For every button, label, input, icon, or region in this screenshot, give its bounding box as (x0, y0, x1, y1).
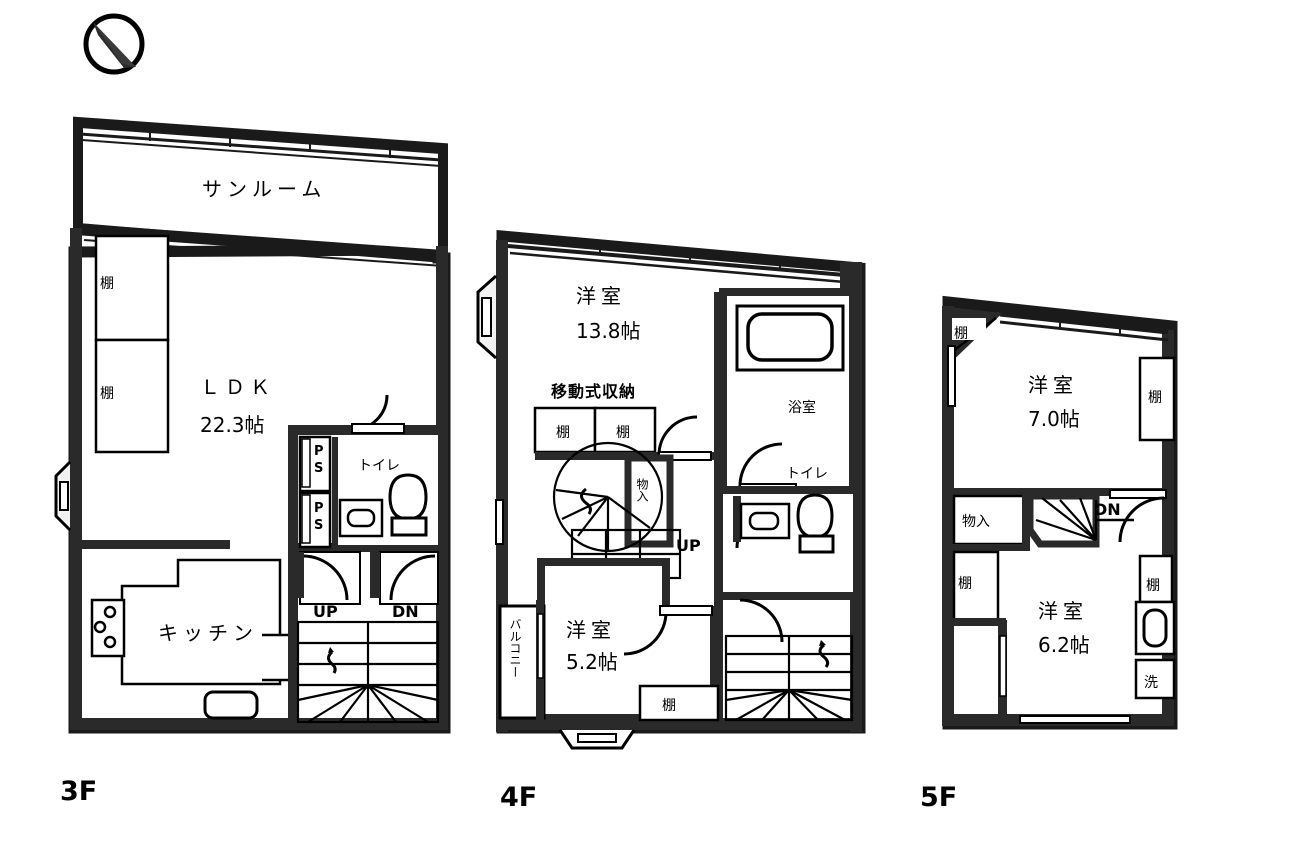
sink-icon (203, 690, 259, 720)
right-wall-3f (436, 246, 448, 730)
stair-doors-3f: UP DN (296, 551, 439, 621)
spiral-staircase-5f: DN (1026, 492, 1134, 548)
core-left-wall-4f (714, 292, 723, 728)
spiral-staircase-4f: UP (552, 441, 701, 580)
toilet-icon-3f (388, 473, 428, 521)
shelf-label-5f-right-lower: 棚 (1146, 578, 1160, 594)
partition-ldk-kitchen (82, 540, 230, 549)
closet-label-4f: 物入 (635, 478, 649, 502)
closet-5f: 物入 (948, 492, 1030, 551)
ps-label-1-p: P (314, 444, 324, 459)
room-size-4f-small: 5.2帖 (566, 650, 618, 674)
shelf-group-3f-left: 棚 棚 (94, 234, 170, 454)
room-size-5f-lower: 6.2帖 (1038, 633, 1090, 657)
room-label-5f-upper: 洋室 (1028, 373, 1078, 397)
floor-plan-3f: サンルーム 棚 棚 ＬＤＫ 22.3帖 (54, 116, 451, 807)
utility-5f-right: 棚 洗 (1134, 554, 1176, 700)
bathroom-4f: 浴室 (719, 288, 857, 494)
floor-plan-4f: 洋室 13.8帖 移動式収納 棚 棚 物入 UP (476, 229, 866, 813)
bay-window-4f-bottom (558, 729, 636, 750)
sunroom-3f: サンルーム (73, 116, 448, 267)
counter-3f (262, 633, 294, 682)
staircase-4f (724, 634, 854, 722)
room-size-ldk: 22.3帖 (200, 413, 265, 437)
window-band-5f (999, 311, 1169, 342)
closet-label-5f: 物入 (962, 514, 990, 530)
stair-up-label-4f: UP (676, 536, 701, 555)
door-swing-4f-a (657, 415, 698, 456)
room-label-5f-lower: 洋室 (1038, 599, 1088, 623)
floor-plan-5f: 棚 洋室 7.0帖 棚 物入 DN (920, 295, 1178, 813)
core-mid-wall-3f (288, 543, 446, 552)
ps-label-1-s: S (314, 461, 323, 476)
room-label-bathroom-4f: 浴室 (788, 399, 816, 416)
bottom-wall-3f (70, 718, 448, 730)
core-left-wall-3f (288, 425, 298, 730)
floor-label-5f: 5F (920, 782, 957, 813)
balcony-label-4f: バルコニー (508, 618, 522, 678)
room-label-4f-small: 洋室 (566, 618, 616, 642)
stair-dn-label-3f: DN (392, 602, 419, 621)
bay-window-3f-left (54, 460, 72, 532)
washbasin-icon-5f (1142, 608, 1168, 648)
shelf-5f-left: 棚 (948, 550, 1007, 720)
room-size-4f-large: 13.8帖 (576, 319, 641, 343)
movable-storage-4f: 移動式収納 棚 棚 (533, 382, 657, 454)
north-arrow-icon (83, 13, 145, 75)
shelf-label-4f-c: 棚 (662, 698, 676, 714)
floor-label-3f: 3F (60, 776, 97, 807)
shelf-label-3f-b: 棚 (100, 386, 114, 402)
window-band-4f (507, 235, 862, 296)
door-swing-4f-b (723, 592, 853, 643)
bay-window-4f-left (476, 274, 497, 360)
bathtub-icon (746, 312, 834, 362)
shelf-5f-right-upper: 棚 (1138, 356, 1176, 442)
balcony-4f: バルコニー (498, 600, 546, 720)
shelf-label-3f-a: 棚 (100, 276, 114, 292)
ps-label-2-p: P (314, 501, 324, 516)
shelf-label-5f-left: 棚 (958, 576, 972, 592)
kitchen-3f: キッチン (90, 558, 282, 720)
room-label-kitchen: キッチン (158, 621, 258, 645)
corner-shelf-5f: 棚 (948, 306, 1003, 363)
room-label-4f-large: 洋室 (576, 284, 626, 308)
room-label-ldk: ＬＤＫ (200, 375, 275, 399)
toilet-room-3f: トイレ (338, 394, 438, 545)
mid-wall-5f (948, 488, 1174, 496)
shelf-label-5f-right-upper: 棚 (1148, 390, 1162, 406)
room-label-toilet-3f: トイレ (358, 458, 400, 474)
door-swing-4f-c (623, 611, 668, 656)
left-wall-3f (70, 228, 82, 730)
pipe-shaft-group-3f: P S P S (298, 435, 338, 549)
ps-label-2-s: S (314, 518, 323, 533)
window-5f-left (947, 345, 956, 407)
floor-label-4f: 4F (500, 782, 537, 813)
room-label-toilet-4f: トイレ (786, 466, 828, 482)
window-4f-left-lower (495, 499, 504, 545)
toilet-icon-4f (796, 493, 834, 539)
toilet-room-4f: トイレ (723, 466, 853, 596)
room-size-5f-upper: 7.0帖 (1028, 407, 1080, 431)
stair-up-label-3f: UP (313, 602, 338, 621)
shelf-label-4f-b: 棚 (616, 425, 630, 441)
shelf-label-4f-a: 棚 (556, 425, 570, 441)
laundry-label-5f: 洗 (1144, 675, 1158, 691)
window-5f-bottom (1019, 715, 1131, 724)
room-label-sunroom: サンルーム (202, 177, 326, 201)
stair-dn-label-5f: DN (1094, 500, 1121, 519)
shelf-label-5f-corner: 棚 (954, 326, 968, 342)
movable-storage-label: 移動式収納 (551, 382, 636, 401)
door-swing-5f (1109, 489, 1167, 543)
staircase-3f (296, 620, 440, 724)
